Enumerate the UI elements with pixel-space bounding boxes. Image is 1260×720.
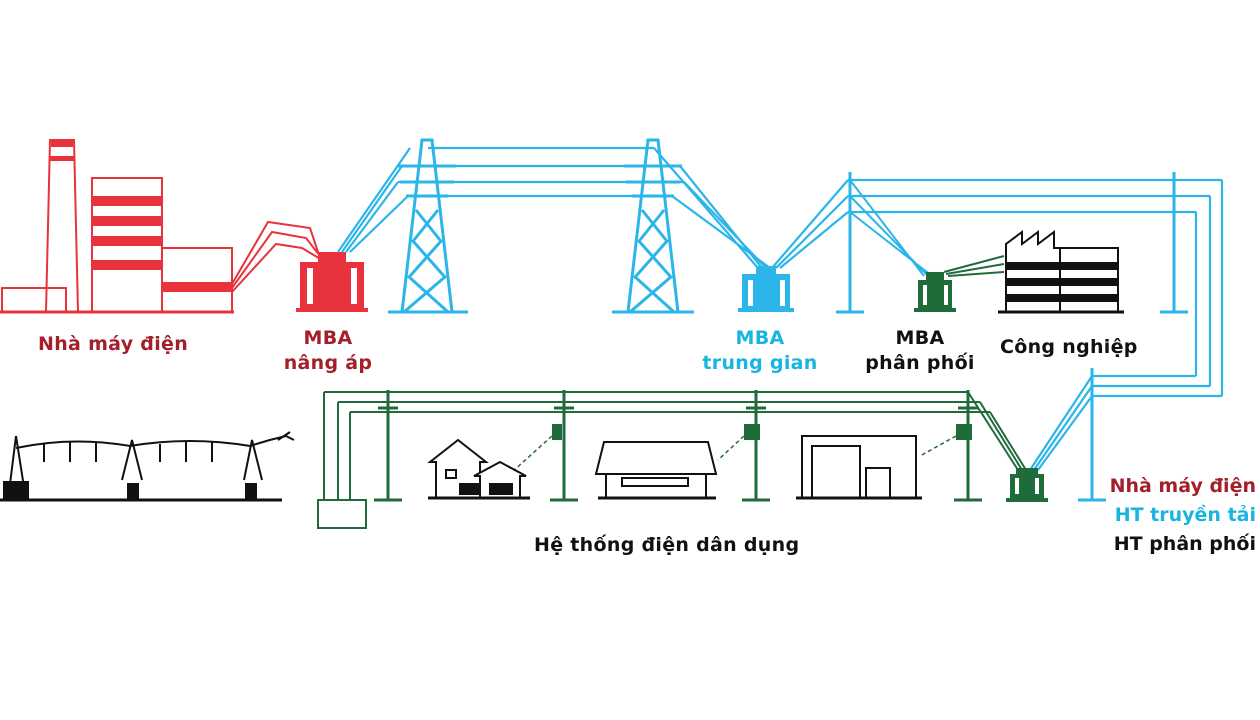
shop-icon <box>594 441 718 500</box>
distribution-lines <box>317 391 1027 529</box>
service-drop-lines <box>511 435 957 473</box>
distribution-label-line1: MBA <box>895 327 945 349</box>
transmission-pole-icon <box>836 172 1188 502</box>
step-up-label-line2: nâng áp <box>283 352 373 374</box>
warehouse-icon <box>796 435 922 500</box>
transmission-lines <box>337 146 1224 471</box>
power-plant-icon <box>0 139 323 314</box>
traction-line-icon <box>0 431 295 502</box>
legend: Nhà máy điện HT truyền tải HT phân phối <box>1080 472 1256 559</box>
step-up-transformer-icon <box>296 252 368 312</box>
pole-transformer-icon <box>552 424 972 440</box>
residential-system-label: Hệ thống điện dân dụng <box>534 534 800 556</box>
step-up-transformer-label: MBA nâng áp <box>278 326 378 376</box>
power-plant-label: Nhà máy điện <box>38 333 189 355</box>
distribution-transformer-icon <box>914 272 956 312</box>
distribution-transformer-label: MBA phân phối <box>858 326 982 376</box>
distribution-pole-icon <box>374 390 982 502</box>
transmission-tower-icon <box>388 138 468 314</box>
legend-generation: Nhà máy điện <box>1109 475 1256 497</box>
industry-feed-lines <box>943 255 1005 277</box>
intermediate-transformer-label: MBA trung gian <box>700 326 820 376</box>
intermediate-label-line2: trung gian <box>702 352 818 374</box>
intermediate-transformer-icon <box>738 266 794 312</box>
industry-label: Công nghiệp <box>1000 336 1138 358</box>
transmission-tower-icon <box>612 138 694 314</box>
house-icon <box>427 438 530 500</box>
distribution-transformer-icon <box>1006 468 1048 502</box>
legend-transmission: HT truyền tải <box>1114 504 1256 526</box>
legend-distribution: HT phân phối <box>1113 533 1256 555</box>
intermediate-label-line1: MBA <box>735 327 785 349</box>
factory-icon <box>998 230 1124 314</box>
step-up-label-line1: MBA <box>303 327 353 349</box>
distribution-label-line2: phân phối <box>865 352 975 374</box>
